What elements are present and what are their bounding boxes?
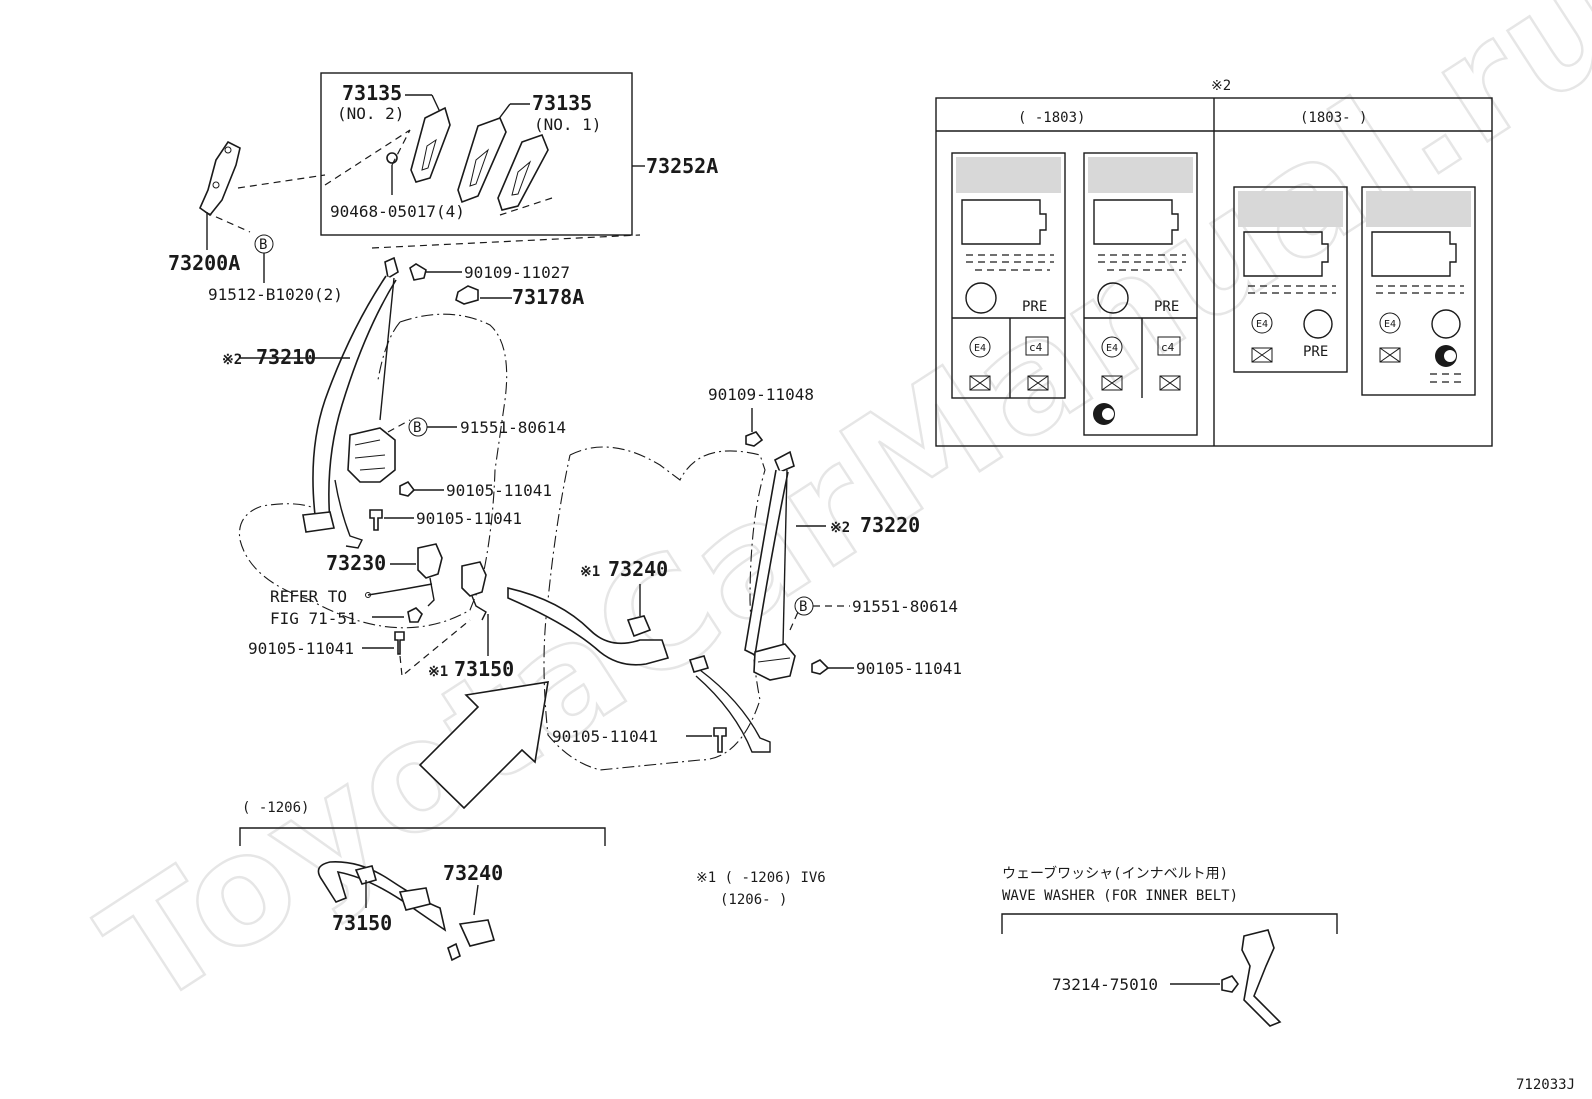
svg-text:B: B bbox=[259, 237, 267, 253]
part-73150-mark: ※1 bbox=[428, 664, 448, 680]
svg-text:E4: E4 bbox=[974, 343, 986, 354]
part-73178A-label[interactable]: 73178A bbox=[512, 285, 584, 309]
part-91512-label[interactable]: 91512-B1020(2) bbox=[208, 285, 343, 304]
label-card-1: PRE E4 c4 bbox=[951, 152, 1066, 399]
refer-to-label: REFER TO bbox=[270, 587, 347, 606]
wave-washer-en-label: WAVE WASHER (FOR INNER BELT) bbox=[1002, 888, 1238, 904]
part-90105-11041-d-label[interactable]: 90105-11041 bbox=[856, 659, 962, 678]
part-91551-80614-a-label[interactable]: 91551-80614 bbox=[460, 418, 566, 437]
part-73135-no2-label[interactable]: 73135 bbox=[342, 81, 402, 105]
svg-text:PRE: PRE bbox=[1303, 344, 1328, 360]
refer-fig-label[interactable]: FIG 71-51 bbox=[270, 609, 357, 628]
part-90109-11048-label[interactable]: 90109-11048 bbox=[708, 385, 814, 404]
buckle-73230 bbox=[417, 543, 443, 579]
bolt-90105-b bbox=[369, 509, 383, 531]
label-card-3: E4 PRE bbox=[1233, 186, 1348, 373]
svg-text:c4: c4 bbox=[1161, 341, 1175, 354]
cap-73178A bbox=[455, 285, 479, 305]
part-73252A-label[interactable]: 73252A bbox=[646, 154, 718, 178]
svg-text:E4: E4 bbox=[1384, 319, 1396, 330]
part-73220-mark: ※2 bbox=[830, 520, 850, 536]
bolt-90105-a bbox=[399, 480, 416, 497]
part-73240-mark: ※1 bbox=[580, 564, 600, 580]
svg-text:c4: c4 bbox=[1029, 341, 1043, 354]
part-90105-11041-c-label[interactable]: 90105-11041 bbox=[248, 639, 354, 658]
svg-text:E4: E4 bbox=[1256, 319, 1268, 330]
svg-text:E4: E4 bbox=[1106, 343, 1118, 354]
inset-1206-bracket bbox=[239, 827, 606, 846]
label-card-4: E4 bbox=[1361, 186, 1476, 396]
front-direction-arrow bbox=[418, 681, 549, 810]
bolt-90105-e bbox=[713, 727, 727, 753]
bolt-90105-c bbox=[394, 631, 405, 655]
part-90105-11041-e-label[interactable]: 90105-11041 bbox=[552, 727, 658, 746]
inset-part-73150-label[interactable]: 73150 bbox=[332, 911, 392, 935]
svg-text:B: B bbox=[413, 420, 421, 436]
belt-73220-webbing bbox=[744, 469, 789, 657]
belt-73240 bbox=[507, 586, 670, 666]
bolt-90105-d bbox=[811, 659, 830, 675]
part-73150-label[interactable]: 73150 bbox=[454, 657, 514, 681]
cover-no1-shape bbox=[457, 116, 507, 204]
inner-belt-buckle bbox=[1241, 929, 1282, 1027]
retractor-73210 bbox=[347, 427, 396, 483]
shoulder-anchor-73220 bbox=[773, 450, 795, 474]
labels-col2-range: (1803- ) bbox=[1300, 110, 1367, 126]
bolt-90109-11048 bbox=[745, 431, 764, 447]
part-73210-mark: ※2 bbox=[222, 352, 242, 368]
label-card-2: PRE E4 c4 bbox=[1083, 152, 1198, 436]
svg-text:B: B bbox=[799, 599, 807, 615]
part-91551-80614-b-label[interactable]: 91551-80614 bbox=[852, 597, 958, 616]
cover-group-box bbox=[320, 72, 633, 236]
part-73240-label[interactable]: 73240 bbox=[608, 557, 668, 581]
part-90109-11027-label[interactable]: 90109-11027 bbox=[464, 263, 570, 282]
inset-part-73240-label[interactable]: 73240 bbox=[443, 861, 503, 885]
wave-washer-jp-label: ウェーブワッシャ(インナベルト用) bbox=[1002, 865, 1228, 882]
wave-washer-bracket bbox=[1001, 913, 1338, 934]
bracket-73200A bbox=[199, 140, 241, 217]
part-90105-11041-b-label[interactable]: 90105-11041 bbox=[416, 509, 522, 528]
note-1-line-1: ※1 ( -1206) IV6 bbox=[696, 870, 826, 886]
part-90468-label[interactable]: 90468-05017(4) bbox=[330, 202, 465, 221]
clip-90468 bbox=[386, 152, 398, 164]
svg-text:PRE: PRE bbox=[1154, 299, 1179, 315]
part-90105-11041-a-label[interactable]: 90105-11041 bbox=[446, 481, 552, 500]
wave-washer-shape bbox=[1221, 975, 1239, 993]
belt-73210-webbing bbox=[312, 275, 397, 524]
part-73230-label[interactable]: 73230 bbox=[326, 551, 386, 575]
part-73135-no1-label[interactable]: 73135 bbox=[532, 91, 592, 115]
rear-seat-outline bbox=[543, 446, 766, 771]
part-73220-label[interactable]: 73220 bbox=[860, 513, 920, 537]
figure-code: 712033J bbox=[1516, 1077, 1575, 1093]
part-73135-no2-sub: (NO. 2) bbox=[337, 104, 404, 123]
labels-panel-mark: ※2 bbox=[1211, 78, 1231, 94]
part-73210-label[interactable]: 73210 bbox=[256, 345, 316, 369]
bolt-90109-11027 bbox=[409, 263, 427, 281]
retractor-73220 bbox=[753, 643, 796, 681]
inset-1206-range: ( -1206) bbox=[242, 800, 309, 816]
part-73135-no1-sub: (NO. 1) bbox=[534, 115, 601, 134]
svg-text:PRE: PRE bbox=[1022, 299, 1047, 315]
cover-no2-shape bbox=[410, 106, 451, 183]
part-73200A-label[interactable]: 73200A bbox=[168, 251, 240, 275]
part-73214-75010-label[interactable]: 73214-75010 bbox=[1052, 975, 1158, 994]
shoulder-anchor-73210 bbox=[384, 256, 399, 280]
buckle-73150 bbox=[461, 561, 487, 597]
note-1-line-2: (1206- ) bbox=[720, 892, 787, 908]
labels-col1-range: ( -1803) bbox=[1018, 110, 1085, 126]
